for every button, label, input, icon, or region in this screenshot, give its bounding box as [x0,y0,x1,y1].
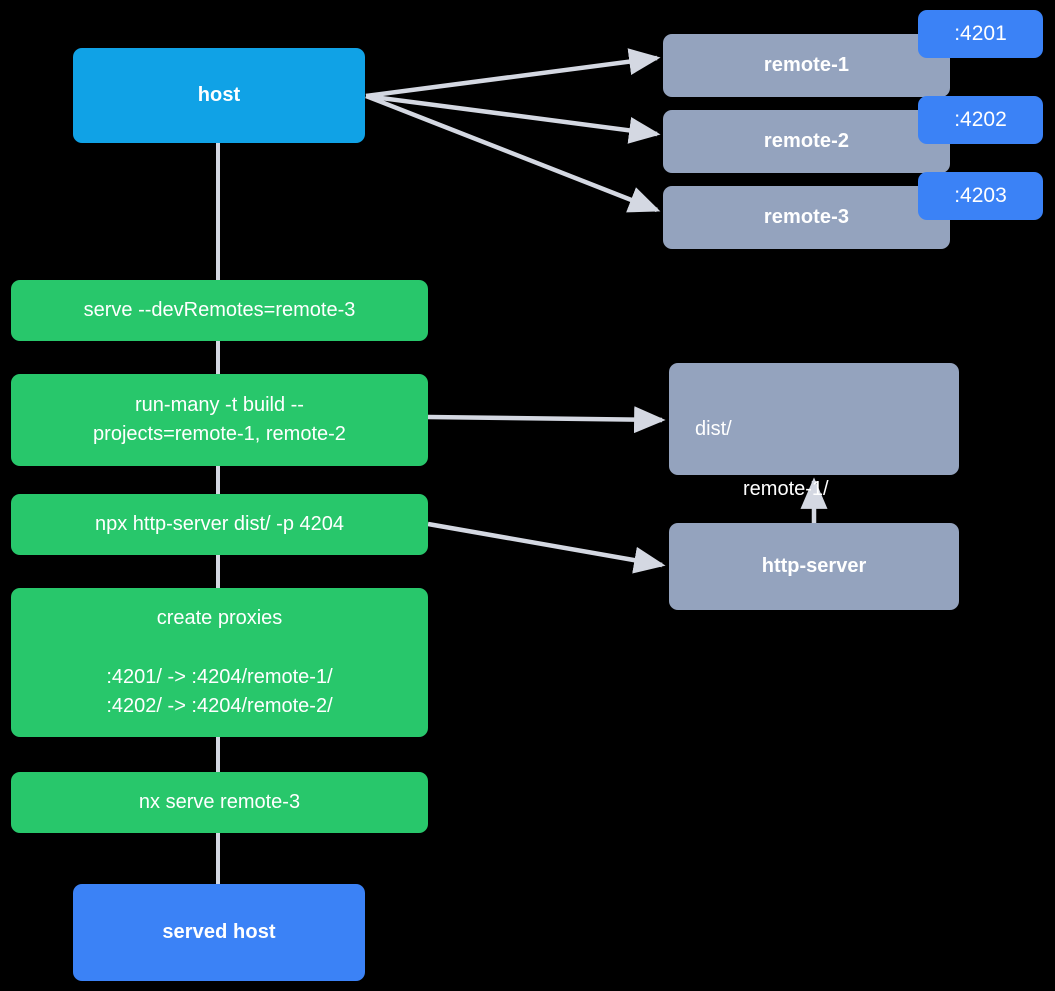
node-remote-2[interactable]: remote-2 [663,110,950,173]
spine-run-many-to-npx [216,464,220,496]
dist-child-remote-1-label: remote-1/ [743,477,829,500]
node-served-host[interactable]: served host [73,884,365,981]
badge-remote-3-port[interactable]: :4203 [918,172,1043,220]
badge-remote-2-port-label: :4202 [954,108,1007,131]
edge-host-to-remote-1 [365,48,661,99]
node-remote-3[interactable]: remote-3 [663,186,950,249]
node-command-serve[interactable]: serve --devRemotes=remote-3 [11,280,428,341]
node-command-nx-serve-label: nx serve remote-3 [138,790,301,813]
spine-proxies-to-nx-serve [216,735,220,774]
spine-nx-serve-to-served [216,831,220,886]
badge-remote-1-port[interactable]: :4201 [918,10,1043,58]
node-command-create-proxies-label: create proxies :4201/ -> :4204/remote-1/… [106,607,333,717]
node-command-nx-serve[interactable]: nx serve remote-3 [11,772,428,833]
edge-run-many-to-dist [427,406,666,434]
badge-remote-1-port-label: :4201 [954,22,1007,45]
node-http-server-label: http-server [761,554,867,577]
edge-npx-to-http-server [427,521,666,574]
badge-remote-2-port[interactable]: :4202 [918,96,1043,144]
node-remote-3-label: remote-3 [763,205,850,228]
node-remote-1[interactable]: remote-1 [663,34,950,97]
spine-npx-to-proxies [216,553,220,590]
node-command-create-proxies[interactable]: create proxies :4201/ -> :4204/remote-1/… [11,588,428,737]
node-http-server[interactable]: http-server [669,523,959,610]
spine-serve-to-run-many [216,339,220,376]
dist-root-label: dist/ [695,417,732,440]
node-dist-folder[interactable]: dist/ remote-1/ remote-2/ [669,363,959,560]
node-remote-1-label: remote-1 [763,53,850,76]
node-command-npx-http-server[interactable]: npx http-server dist/ -p 4204 [11,494,428,555]
spine-host-to-serve [216,141,220,282]
edge-host-to-remote-3 [365,93,661,213]
node-remote-2-label: remote-2 [763,129,850,152]
node-host-label: host [197,83,241,106]
node-host[interactable]: host [73,48,365,143]
node-command-run-many-label: run-many -t build -- projects=remote-1, … [93,393,346,445]
edge-host-to-remote-2 [365,93,661,144]
node-command-serve-label: serve --devRemotes=remote-3 [83,298,356,321]
badge-remote-3-port-label: :4203 [954,184,1007,207]
node-served-host-label: served host [162,920,276,943]
node-command-npx-http-server-label: npx http-server dist/ -p 4204 [94,512,344,535]
node-command-run-many[interactable]: run-many -t build -- projects=remote-1, … [11,374,428,466]
